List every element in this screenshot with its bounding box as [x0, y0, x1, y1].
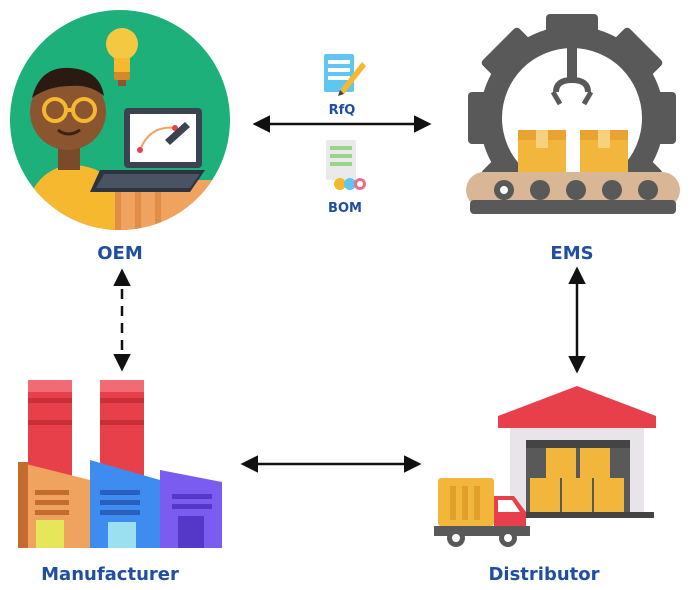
distributor-illustration: [434, 386, 656, 547]
bom-label: BOM: [328, 201, 362, 216]
ems-illustration: [466, 14, 680, 214]
oem-label: OEM: [97, 243, 143, 264]
rfq-label: RfQ: [329, 103, 356, 118]
manufacturer-label: Manufacturer: [41, 564, 179, 585]
distributor-label: Distributor: [488, 564, 599, 585]
manufacturer-illustration: [18, 380, 222, 548]
bom-document-icon: [326, 140, 366, 190]
ems-label: EMS: [550, 243, 593, 264]
oem-illustration: [10, 10, 230, 230]
rfq-document-icon: [324, 54, 366, 96]
